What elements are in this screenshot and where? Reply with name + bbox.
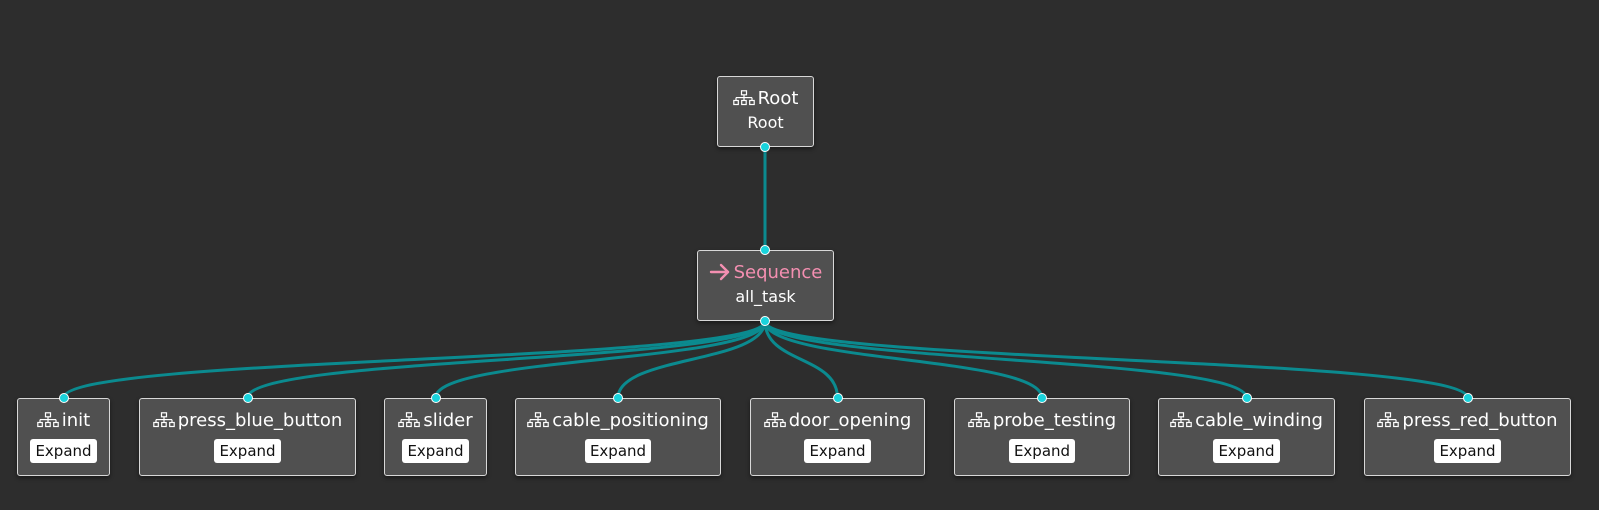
input-port[interactable] <box>242 393 253 403</box>
child-node-title: init <box>61 409 91 431</box>
input-port[interactable] <box>1037 393 1047 403</box>
root-node[interactable]: Root Root <box>717 76 814 147</box>
input-port[interactable] <box>613 393 623 403</box>
tree-icon <box>398 412 421 428</box>
child-node-cable-positioning[interactable]: cable_positioning Expand <box>515 398 721 476</box>
edge-sequence-to-cable-positioning <box>616 320 767 399</box>
expand-button[interactable]: Expand <box>1008 439 1076 463</box>
child-node-init[interactable]: init Expand <box>17 398 110 476</box>
input-port[interactable] <box>760 245 770 255</box>
child-node-slider[interactable]: slider Expand <box>384 398 487 476</box>
tree-icon <box>152 412 175 428</box>
arrow-right-icon <box>709 263 731 281</box>
expand-button[interactable]: Expand <box>1434 439 1501 463</box>
child-node-cable-winding[interactable]: cable_winding Expand <box>1158 398 1335 476</box>
child-node-header: init <box>18 409 109 431</box>
child-node-header: slider <box>385 409 486 431</box>
child-node-title: slider <box>423 409 473 431</box>
child-node-title: cable_winding <box>1195 409 1323 431</box>
child-node-door-opening[interactable]: door_opening Expand <box>750 398 925 476</box>
child-node-header: cable_winding <box>1159 409 1334 431</box>
tree-icon <box>732 90 755 106</box>
child-node-title: press_blue_button <box>177 409 343 431</box>
child-node-probe-testing[interactable]: probe_testing Expand <box>954 398 1130 476</box>
edge-sequence-to-cable-winding <box>763 320 1248 399</box>
tree-icon <box>1170 412 1192 428</box>
input-port[interactable] <box>832 393 843 403</box>
sequence-node[interactable]: Sequence all_task <box>697 250 834 321</box>
child-node-header: door_opening <box>751 409 924 431</box>
root-node-name: Root <box>747 113 784 132</box>
tree-icon <box>968 412 990 428</box>
edge-sequence-to-slider <box>434 320 767 399</box>
edge-sequence-to-probe-testing <box>763 320 1044 399</box>
input-port[interactable] <box>430 393 441 403</box>
sequence-node-header: Sequence <box>698 261 833 283</box>
child-node-header: cable_positioning <box>516 409 720 431</box>
output-port[interactable] <box>760 142 770 152</box>
child-node-title: cable_positioning <box>552 409 709 431</box>
input-port[interactable] <box>58 393 69 403</box>
root-node-header: Root <box>718 87 813 109</box>
edge-sequence-to-door-opening <box>763 320 839 399</box>
expand-button[interactable]: Expand <box>402 439 469 463</box>
child-node-title: probe_testing <box>992 409 1117 431</box>
child-node-press-red-button[interactable]: press_red_button Expand <box>1364 398 1571 476</box>
tree-icon <box>527 412 550 428</box>
tree-icon <box>1377 412 1400 428</box>
tree-icon <box>763 412 786 428</box>
sequence-node-title: Sequence <box>733 261 823 283</box>
child-node-press-blue-button[interactable]: press_blue_button Expand <box>139 398 356 476</box>
input-port[interactable] <box>1241 393 1252 403</box>
output-port[interactable] <box>760 316 770 326</box>
expand-button[interactable]: Expand <box>30 439 97 463</box>
expand-button[interactable]: Expand <box>804 439 871 463</box>
child-node-title: door_opening <box>788 409 912 431</box>
edge-sequence-to-press-blue-button <box>246 320 767 399</box>
edge-sequence-to-init <box>62 320 767 399</box>
edge-sequence-to-press-red-button <box>763 320 1469 399</box>
tree-icon <box>36 412 59 428</box>
child-node-title: press_red_button <box>1402 409 1558 431</box>
child-node-header: press_blue_button <box>140 409 355 431</box>
sequence-node-name: all_task <box>735 287 796 306</box>
child-node-header: probe_testing <box>955 409 1129 431</box>
expand-button[interactable]: Expand <box>214 439 281 463</box>
child-node-header: press_red_button <box>1365 409 1570 431</box>
expand-button[interactable]: Expand <box>584 439 652 463</box>
expand-button[interactable]: Expand <box>1213 439 1280 463</box>
root-node-title: Root <box>757 87 799 109</box>
input-port[interactable] <box>1462 393 1473 403</box>
